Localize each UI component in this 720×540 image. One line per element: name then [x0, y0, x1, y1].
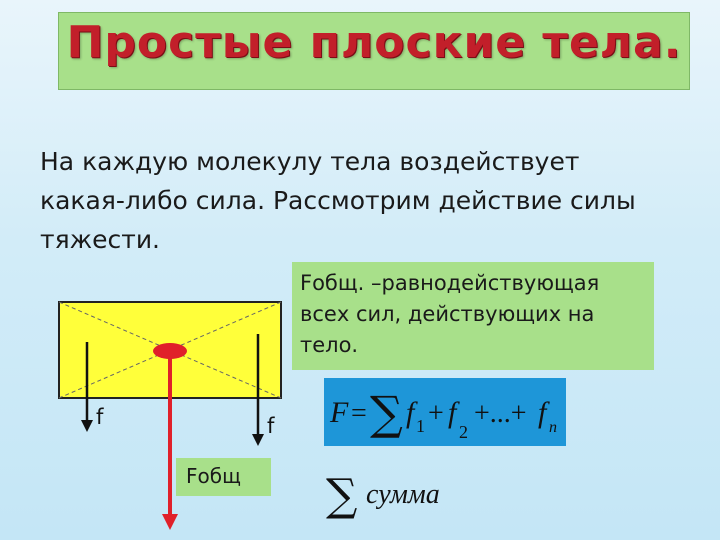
- formula-lhs: F: [329, 396, 349, 429]
- intro-paragraph: На каждую молекулу тела воздействует как…: [40, 147, 636, 254]
- definition-text: Fобщ. –равнодействующая всех сил, действ…: [300, 271, 600, 357]
- left-force-label: f: [96, 405, 104, 429]
- left-force-arrowhead: [81, 420, 93, 432]
- formula-box: F = ∑ f 1 + f 2 +...+ f n: [324, 378, 566, 446]
- right-force-label: f: [267, 414, 275, 438]
- title-banner: Простые плоские тела.: [58, 12, 690, 90]
- resultant-force-arrowhead: [162, 514, 178, 530]
- slide-title: Простые плоские тела.: [66, 17, 682, 68]
- formula-equals: =: [351, 398, 367, 429]
- formula-sigma: ∑: [370, 386, 403, 440]
- resultant-label-box: Fобщ: [176, 458, 271, 496]
- formula-sub-n: n: [549, 419, 557, 436]
- sum-note-sigma: ∑: [326, 470, 357, 521]
- right-force-arrowhead: [252, 434, 264, 446]
- formula-sub-1: 1: [416, 416, 425, 436]
- center-of-mass-marker: [153, 343, 187, 359]
- formula-ellipsis: +...+: [474, 398, 527, 429]
- formula-plus-1: +: [428, 398, 444, 429]
- definition-box: Fобщ. –равнодействующая всех сил, действ…: [292, 262, 654, 370]
- resultant-label: Fобщ: [186, 464, 241, 488]
- resultant-formula: F = ∑ f 1 + f 2 +...+ f n: [329, 386, 557, 442]
- sum-note-word: сумма: [366, 479, 440, 510]
- formula-sub-2: 2: [459, 422, 468, 442]
